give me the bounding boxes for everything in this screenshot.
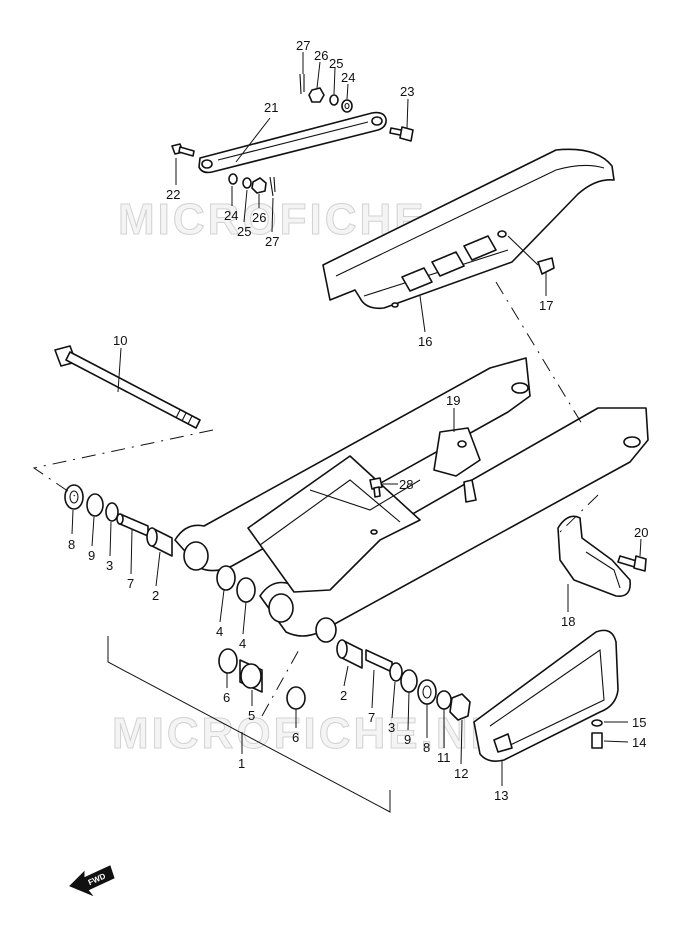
callout-26: 26 [252,210,266,225]
callout-16: 16 [418,334,432,349]
callout-9: 9 [88,548,95,563]
leader-lines [71,52,642,786]
pivot-boss-right [268,593,294,623]
washer-15 [591,719,603,727]
right-pivot-hardware [336,639,471,721]
callout-1: 1 [238,756,245,771]
axle-slot-lower [623,436,641,448]
callout-3: 3 [106,558,113,573]
seal-6b [286,686,306,710]
callout-5: 5 [248,708,255,723]
bearing-4b [236,577,256,603]
callout-24: 24 [224,208,238,223]
swingarm-1 [174,357,649,643]
callout-6: 6 [223,690,230,705]
seal-6a [218,648,238,674]
callout-2: 2 [340,688,347,703]
callout-labels: 27 26 25 24 21 23 22 24 25 26 27 17 16 1… [68,38,648,803]
swingarm-lower-arm [259,407,649,637]
washer-11 [436,690,452,710]
pivot-bore-right [315,617,337,643]
torque-link-hole-front [201,159,213,169]
callout-15: 15 [632,715,646,730]
washer-24b [228,173,238,185]
chain-case-window-2 [431,251,465,277]
torque-link-hole-rear [371,116,383,126]
chain-case-window-1 [401,267,433,292]
callout-19: 19 [446,393,460,408]
bearing-3b [389,662,403,682]
callout-20: 20 [634,525,648,540]
cotter-pin-27a [299,73,305,95]
callout-2: 2 [152,588,159,603]
chain-case-mount-hole [497,230,507,238]
left-pivot-hardware [64,484,306,710]
chain-guard-body [557,515,632,597]
torque-link-bar [198,111,387,174]
nut-12 [449,693,471,721]
chain-guard-18 [557,515,647,597]
pivot-bolt-10 [54,345,201,429]
callout-8: 8 [423,740,430,755]
assembly-lines [32,281,599,813]
washer-9a [86,493,104,517]
callout-27: 27 [296,38,310,53]
chain-case-body [322,148,615,310]
callout-6: 6 [292,730,299,745]
callout-22: 22 [166,187,180,202]
seal-8a [64,484,84,510]
pivot-bolt-shank [65,351,201,429]
callout-26: 26 [314,48,328,63]
bearing-4a [216,565,236,591]
screw-14 [591,732,603,749]
callout-12: 12 [454,766,468,781]
callout-7: 7 [127,576,134,591]
callout-7: 7 [368,710,375,725]
cotter-pin-27b [269,176,276,197]
torque-link-assembly [171,73,414,197]
callout-14: 14 [632,735,646,750]
callout-10: 10 [113,333,127,348]
callout-11: 11 [437,750,451,765]
axle-slot-upper [511,382,529,394]
chain-slider-13 [473,629,619,762]
callout-3: 3 [388,720,395,735]
chain-case-16 [322,148,615,310]
callout-4: 4 [216,624,223,639]
spacer-7b [365,649,393,673]
castle-nut-26b [251,177,267,194]
washer-25b [242,177,252,189]
callout-9: 9 [404,732,411,747]
bracket-19 [433,427,481,477]
washer-25a [329,94,339,106]
watermark-bottom: MICROFICHE.NET [112,709,533,758]
castle-nut-26a [308,87,325,103]
callout-13: 13 [494,788,508,803]
callout-25: 25 [329,56,343,71]
seal-8b [417,679,437,705]
pivot-boss-left [183,541,209,571]
callout-24: 24 [341,70,355,85]
washer-24a [341,99,353,113]
callout-28: 28 [399,477,413,492]
bearing-3a [105,502,119,522]
callout-17: 17 [539,298,553,313]
callout-18: 18 [561,614,575,629]
callout-27: 27 [265,234,279,249]
spacer-7a [119,513,149,537]
callout-25: 25 [237,224,251,239]
callout-4: 4 [239,636,246,651]
callout-21: 21 [264,100,278,115]
callout-23: 23 [400,84,414,99]
washer-9b [400,669,418,693]
callout-8: 8 [68,537,75,552]
fwd-arrow-icon: FWD [69,865,115,897]
chain-case-window-3 [463,235,497,261]
screw-17 [537,257,555,275]
